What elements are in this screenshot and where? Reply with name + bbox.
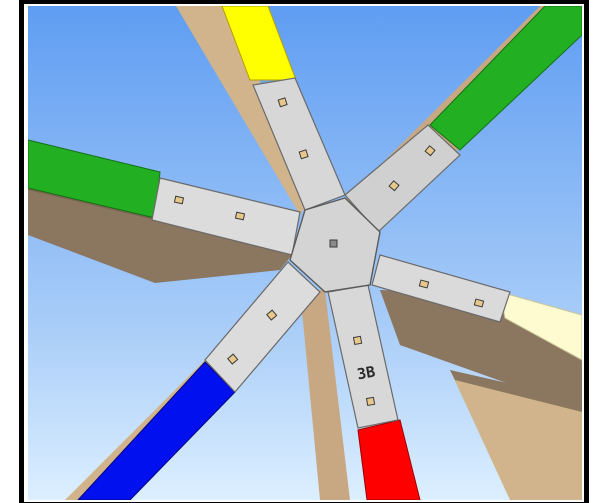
beam-lower-right-bottom (450, 370, 582, 500)
hub-center-hole (329, 239, 338, 248)
beam-top-left (176, 6, 310, 215)
beam-left-green (28, 139, 292, 283)
hub-label: 3B (356, 363, 377, 384)
bolt-holes (173, 97, 485, 407)
beam-bottom-red (300, 290, 421, 500)
